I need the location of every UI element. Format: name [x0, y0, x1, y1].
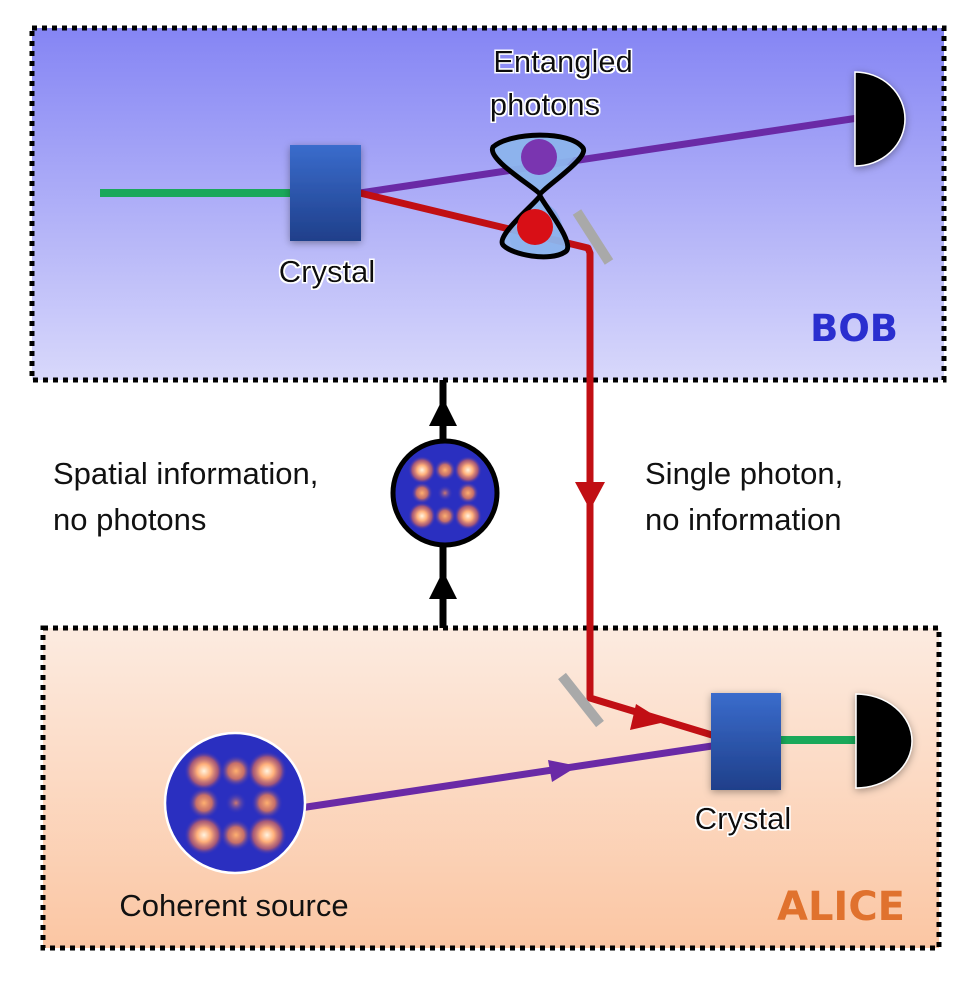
bob-crystal: Crystal: [279, 145, 375, 289]
single-photon-label-line2: no information: [645, 502, 841, 537]
signal-photon: [521, 139, 557, 175]
idler-photon: [517, 209, 553, 245]
bob-detector-icon: [854, 71, 906, 167]
bob-mirror: [572, 209, 614, 265]
alice-crystal: Crystal: [695, 693, 791, 836]
bob-signal-beam: [359, 114, 859, 197]
coherent-source: Coherent source: [119, 731, 349, 923]
bob-region: BOB: [29, 25, 947, 383]
spatial-info-label-line2: no photons: [53, 502, 206, 537]
spatial-pattern-small: [390, 438, 500, 548]
alice-signal-beam: [299, 742, 713, 812]
up-arrow-icon: [429, 571, 457, 599]
idler-down-arrow-icon: [575, 482, 605, 510]
alice-crystal-label: Crystal: [695, 801, 791, 836]
bob-crystal-label: Crystal: [279, 254, 375, 289]
alice-detector-icon: [855, 693, 913, 789]
bob-box: [29, 25, 947, 383]
single-photon-label-line1: Single photon,: [645, 456, 843, 491]
signal-right-arrow-icon: [548, 760, 578, 782]
entangled-label-line1: Entangled: [493, 44, 633, 79]
idler-right-arrow-icon: [630, 704, 665, 730]
alice-label: ALICE: [777, 884, 905, 930]
spatial-info-channel: Spatial information, no photons: [53, 380, 500, 628]
bob-label: BOB: [810, 307, 898, 350]
entangled-photons: Entangled photons: [490, 44, 633, 260]
entangled-label-line2: photons: [490, 87, 600, 122]
up-arrow-icon: [429, 398, 457, 426]
coherent-source-label: Coherent source: [119, 888, 348, 923]
alice-mirror: [558, 672, 604, 728]
spatial-info-label-line1: Spatial information,: [53, 456, 318, 491]
